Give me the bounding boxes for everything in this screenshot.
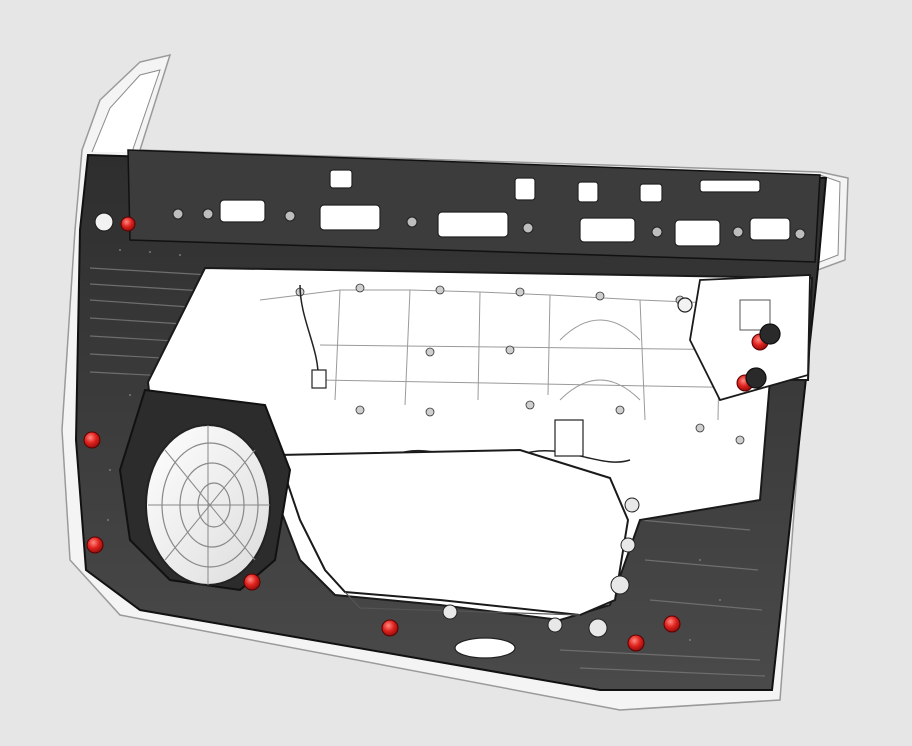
upper-right-trim	[689, 274, 811, 402]
red-clip-icon	[94, 212, 136, 232]
highlighted-fasteners	[83, 212, 781, 652]
armrest-pocket	[276, 448, 640, 659]
red-clip-icon	[627, 634, 645, 652]
red-clip-icon	[736, 367, 767, 392]
red-clip-icon	[381, 619, 399, 637]
red-clip-icon	[86, 536, 104, 554]
red-clip-icon	[751, 323, 781, 351]
red-clip-icon	[243, 573, 261, 591]
red-clip-icon	[83, 431, 101, 449]
speaker-housing	[118, 388, 292, 592]
red-clip-icon	[663, 615, 681, 633]
red-clip-icon	[677, 297, 693, 313]
upper-bracket-rail	[127, 149, 821, 263]
